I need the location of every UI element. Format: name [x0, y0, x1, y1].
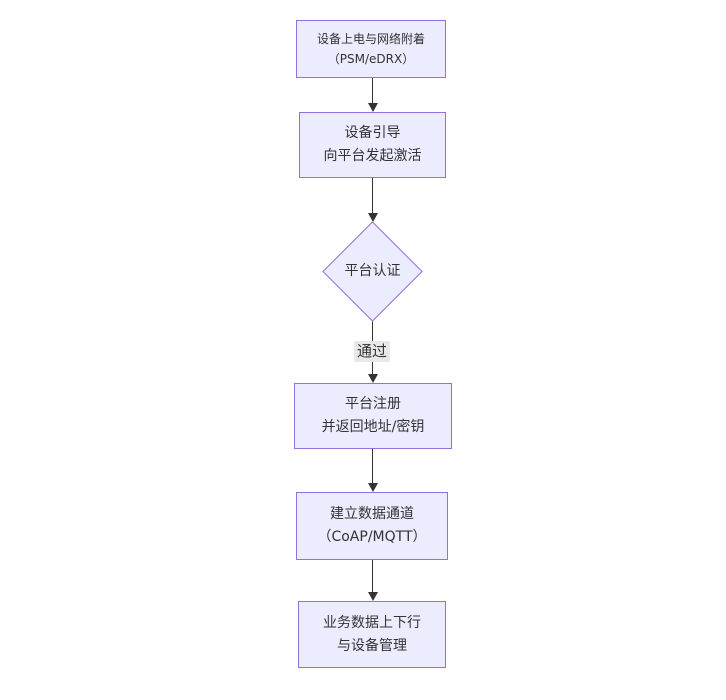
node-data-channel: 建立数据通道 （CoAP/MQTT）	[296, 492, 448, 560]
node-text-line: （PSM/eDRX）	[327, 52, 415, 66]
edge-power-to-bootstrap	[372, 78, 373, 103]
node-business-ops: 业务数据上下行 与设备管理	[298, 601, 446, 668]
node-platform-register: 平台注册 并返回地址/密钥	[294, 383, 452, 449]
node-text-line: 与设备管理	[337, 637, 407, 654]
node-bootstrap: 设备引导 向平台发起激活	[299, 112, 446, 178]
node-text-line: 建立数据通道	[330, 506, 414, 522]
arrowhead-icon	[367, 213, 378, 222]
arrowhead-icon	[367, 592, 378, 601]
node-text-line: 设备引导	[344, 125, 401, 141]
arrowhead-icon	[367, 483, 378, 492]
edge-label-pass: 通过	[353, 341, 391, 362]
node-platform-auth-label: 平台认证	[344, 263, 401, 279]
arrowhead-icon	[367, 103, 378, 112]
node-text-line: 向平台发起激活	[323, 148, 422, 164]
edge-channel-to-business	[372, 560, 373, 592]
node-text-line: 平台注册	[345, 396, 401, 412]
node-power-attach: 设备上电与网络附着 （PSM/eDRX）	[296, 20, 446, 78]
edge-register-to-channel	[372, 449, 373, 483]
node-text-line: 并返回地址/密钥	[321, 419, 425, 435]
node-text-line: 设备上电与网络附着	[316, 32, 425, 46]
edge-bootstrap-to-auth	[372, 178, 373, 213]
node-text-line: 业务数据上下行	[323, 614, 421, 631]
node-text-line: （CoAP/MQTT）	[317, 529, 427, 545]
arrowhead-icon	[367, 374, 378, 383]
